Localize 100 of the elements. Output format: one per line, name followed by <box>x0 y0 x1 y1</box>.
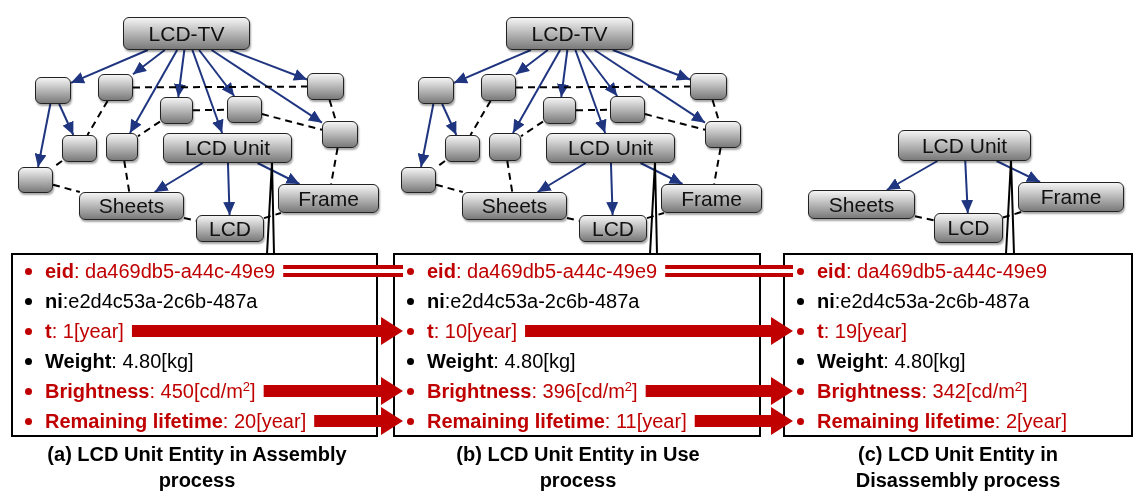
dashed-line <box>86 100 109 136</box>
attribute-line: Remaining lifetime: 11[year] <box>403 407 687 435</box>
component-box <box>98 74 133 101</box>
component-box: Sheets <box>79 192 184 220</box>
callout-pointer <box>1005 159 1015 255</box>
double-line <box>665 265 793 277</box>
dashed-line <box>330 147 339 185</box>
attribute-line: Remaining lifetime: 20[year] <box>21 407 307 435</box>
dashed-line <box>566 217 580 222</box>
arrow <box>611 49 691 81</box>
arrow <box>417 103 435 168</box>
arrow <box>174 49 186 98</box>
attribute-line: ni:e2d4c53a-2c6b-487a <box>21 287 258 315</box>
attribute-line: t: 10[year] <box>403 317 518 345</box>
attribute-line: Brightness: 396[cd/m$^{2}$] <box>403 377 638 405</box>
arrow <box>581 49 619 97</box>
attribute-line: Brightness: 342[cd/m$^{2}$] <box>793 377 1028 405</box>
double-line <box>283 265 403 277</box>
arrow <box>557 49 569 98</box>
block-arrow <box>314 407 403 435</box>
dashed-line <box>914 215 935 222</box>
block-arrow <box>131 317 403 345</box>
arrow <box>153 162 204 193</box>
component-box <box>307 73 344 100</box>
arrow <box>128 49 179 134</box>
component-box <box>445 135 480 162</box>
component-box <box>401 167 436 193</box>
component-box: LCD-TV <box>123 17 250 50</box>
dashed-line <box>52 183 81 193</box>
arrow <box>58 103 75 136</box>
dashed-line <box>520 120 544 138</box>
component-box: Sheets <box>808 190 915 219</box>
arrow <box>198 49 236 97</box>
entity-card <box>393 253 761 437</box>
arrow <box>453 49 532 84</box>
component-box <box>610 96 645 123</box>
arrow <box>511 49 562 134</box>
component-box <box>18 167 53 193</box>
component-box: LCD-TV <box>506 17 633 50</box>
dashed-line <box>506 160 514 193</box>
attribute-line: Remaining lifetime: 2[year] <box>793 407 1068 435</box>
arrow <box>639 162 684 185</box>
arrow <box>132 49 166 76</box>
attribute-line: eid: da469db5-a44c-49e9 <box>403 257 658 285</box>
arrow <box>256 162 301 185</box>
component-box: LCD Unit <box>546 133 675 163</box>
dashed-line <box>713 147 722 185</box>
component-box: Frame <box>661 184 762 213</box>
arrow <box>70 49 149 84</box>
arrow <box>441 103 458 136</box>
component-box: LCD Unit <box>898 130 1031 161</box>
dashed-line <box>183 217 197 222</box>
dashed-line <box>644 113 706 131</box>
dashed-line <box>123 160 131 193</box>
attribute-line: ni:e2d4c53a-2c6b-487a <box>403 287 640 315</box>
attribute-line: Weight: 4.80[kg] <box>793 347 966 375</box>
arrow <box>961 160 974 214</box>
arrow <box>995 160 1041 183</box>
arrow <box>885 160 939 191</box>
dashed-line <box>137 120 161 138</box>
dashed-line <box>132 85 308 89</box>
component-box: LCD <box>934 213 1003 243</box>
component-box <box>35 77 71 104</box>
component-box <box>62 135 97 162</box>
component-box: Sheets <box>462 192 567 220</box>
component-box <box>690 73 727 100</box>
dashed-line <box>435 183 464 193</box>
callout-pointer <box>649 161 658 255</box>
figure-caption: (b) LCD Unit Entity in Use process <box>455 442 701 493</box>
attribute-line: ni:e2d4c53a-2c6b-487a <box>793 287 1030 315</box>
component-box <box>543 97 576 124</box>
arrow <box>191 49 224 134</box>
component-box: Frame <box>1018 182 1124 212</box>
attribute-line: Weight: 4.80[kg] <box>21 347 194 375</box>
component-box <box>227 96 262 123</box>
dashed-line <box>469 100 492 136</box>
entity-card <box>783 253 1133 437</box>
component-box <box>322 121 358 148</box>
arrow <box>606 162 619 216</box>
arrow <box>536 162 587 193</box>
component-box: LCD <box>579 215 647 242</box>
block-arrow <box>645 377 793 405</box>
attribute-line: t: 19[year] <box>793 317 908 345</box>
attribute-line: t: 1[year] <box>21 317 124 345</box>
arrow <box>574 49 607 134</box>
arrow <box>515 49 549 76</box>
attribute-line: eid: da469db5-a44c-49e9 <box>21 257 276 285</box>
component-box: LCD <box>196 215 264 242</box>
figure-caption: (c) LCD Unit Entity in Disassembly process <box>854 442 1062 493</box>
arrow <box>34 103 52 168</box>
component-box <box>106 133 138 161</box>
entity-card <box>11 253 378 437</box>
attribute-line: Weight: 4.80[kg] <box>403 347 576 375</box>
attribute-line: eid: da469db5-a44c-49e9 <box>793 257 1048 285</box>
component-box <box>160 97 193 124</box>
figure-caption: (a) LCD Unit Entity in Assembly process <box>47 442 347 493</box>
component-box: LCD Unit <box>163 133 292 163</box>
dashed-line <box>261 113 323 131</box>
dashed-line <box>263 212 282 220</box>
arrow <box>223 162 236 216</box>
